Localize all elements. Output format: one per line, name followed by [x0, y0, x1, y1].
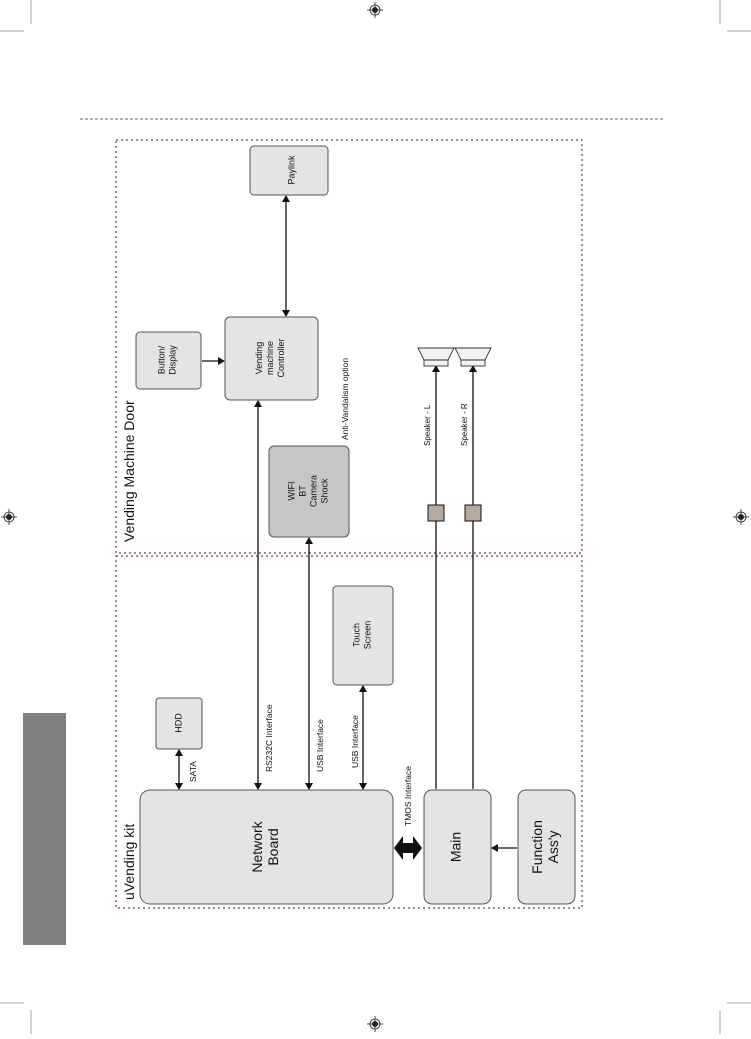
- connector-icon: [427, 504, 445, 522]
- tmos-interface-label: TMOS Interface: [403, 766, 413, 826]
- region-title-vending-machine-door: Vending Machine Door: [121, 400, 137, 542]
- function-assy-block: [517, 789, 576, 905]
- usb-interface-label-2: USB Interface: [350, 715, 360, 768]
- anti-vandalism-label: Anti-Vandalism option: [340, 358, 350, 440]
- vending-machine-controller-label: VendingmachineController: [254, 338, 286, 377]
- wifi-bt-camera-shock-block: [268, 445, 350, 538]
- hdd-label: HDD: [173, 713, 183, 733]
- speaker-icon: [454, 347, 492, 367]
- connector-icon: [464, 504, 482, 522]
- paylink-block: [249, 145, 329, 196]
- vending-machine-controller-block: [224, 316, 319, 401]
- main-block: [423, 789, 492, 905]
- speaker-l-label: Speaker - L: [423, 404, 432, 446]
- usb-interface-label-1: USB Interface: [315, 719, 325, 772]
- hdd-block: [155, 697, 203, 750]
- speaker-r-label: Speaker - R: [460, 403, 469, 446]
- wifi-bt-camera-shock-label: WIFIBTCameraShock: [287, 475, 330, 507]
- network-board-block: [139, 789, 394, 905]
- paylink-label: Paylink: [286, 155, 296, 185]
- touch-screen-label: TouchScreen: [352, 621, 373, 650]
- double-arrow-icon: [394, 836, 422, 860]
- button-display-label: Button/Display: [157, 345, 178, 375]
- button-display-block: [135, 331, 202, 390]
- rs232c-label: RS232C Interface: [264, 704, 274, 772]
- sata-label: SATA: [188, 761, 198, 782]
- main-label: Main: [448, 832, 464, 862]
- touch-screen-block: [332, 585, 394, 686]
- connection-lines: [175, 195, 517, 852]
- region-vending-machine-door: [115, 139, 583, 554]
- network-board-label: NetworkBoard: [249, 820, 281, 872]
- region-title-uvending-kit: uVending kit: [121, 824, 137, 900]
- side-tab: [23, 713, 66, 945]
- region-uvending-kit: [115, 555, 583, 909]
- function-assy-label: FunctionAss'y: [529, 820, 561, 874]
- speaker-icon: [417, 347, 455, 367]
